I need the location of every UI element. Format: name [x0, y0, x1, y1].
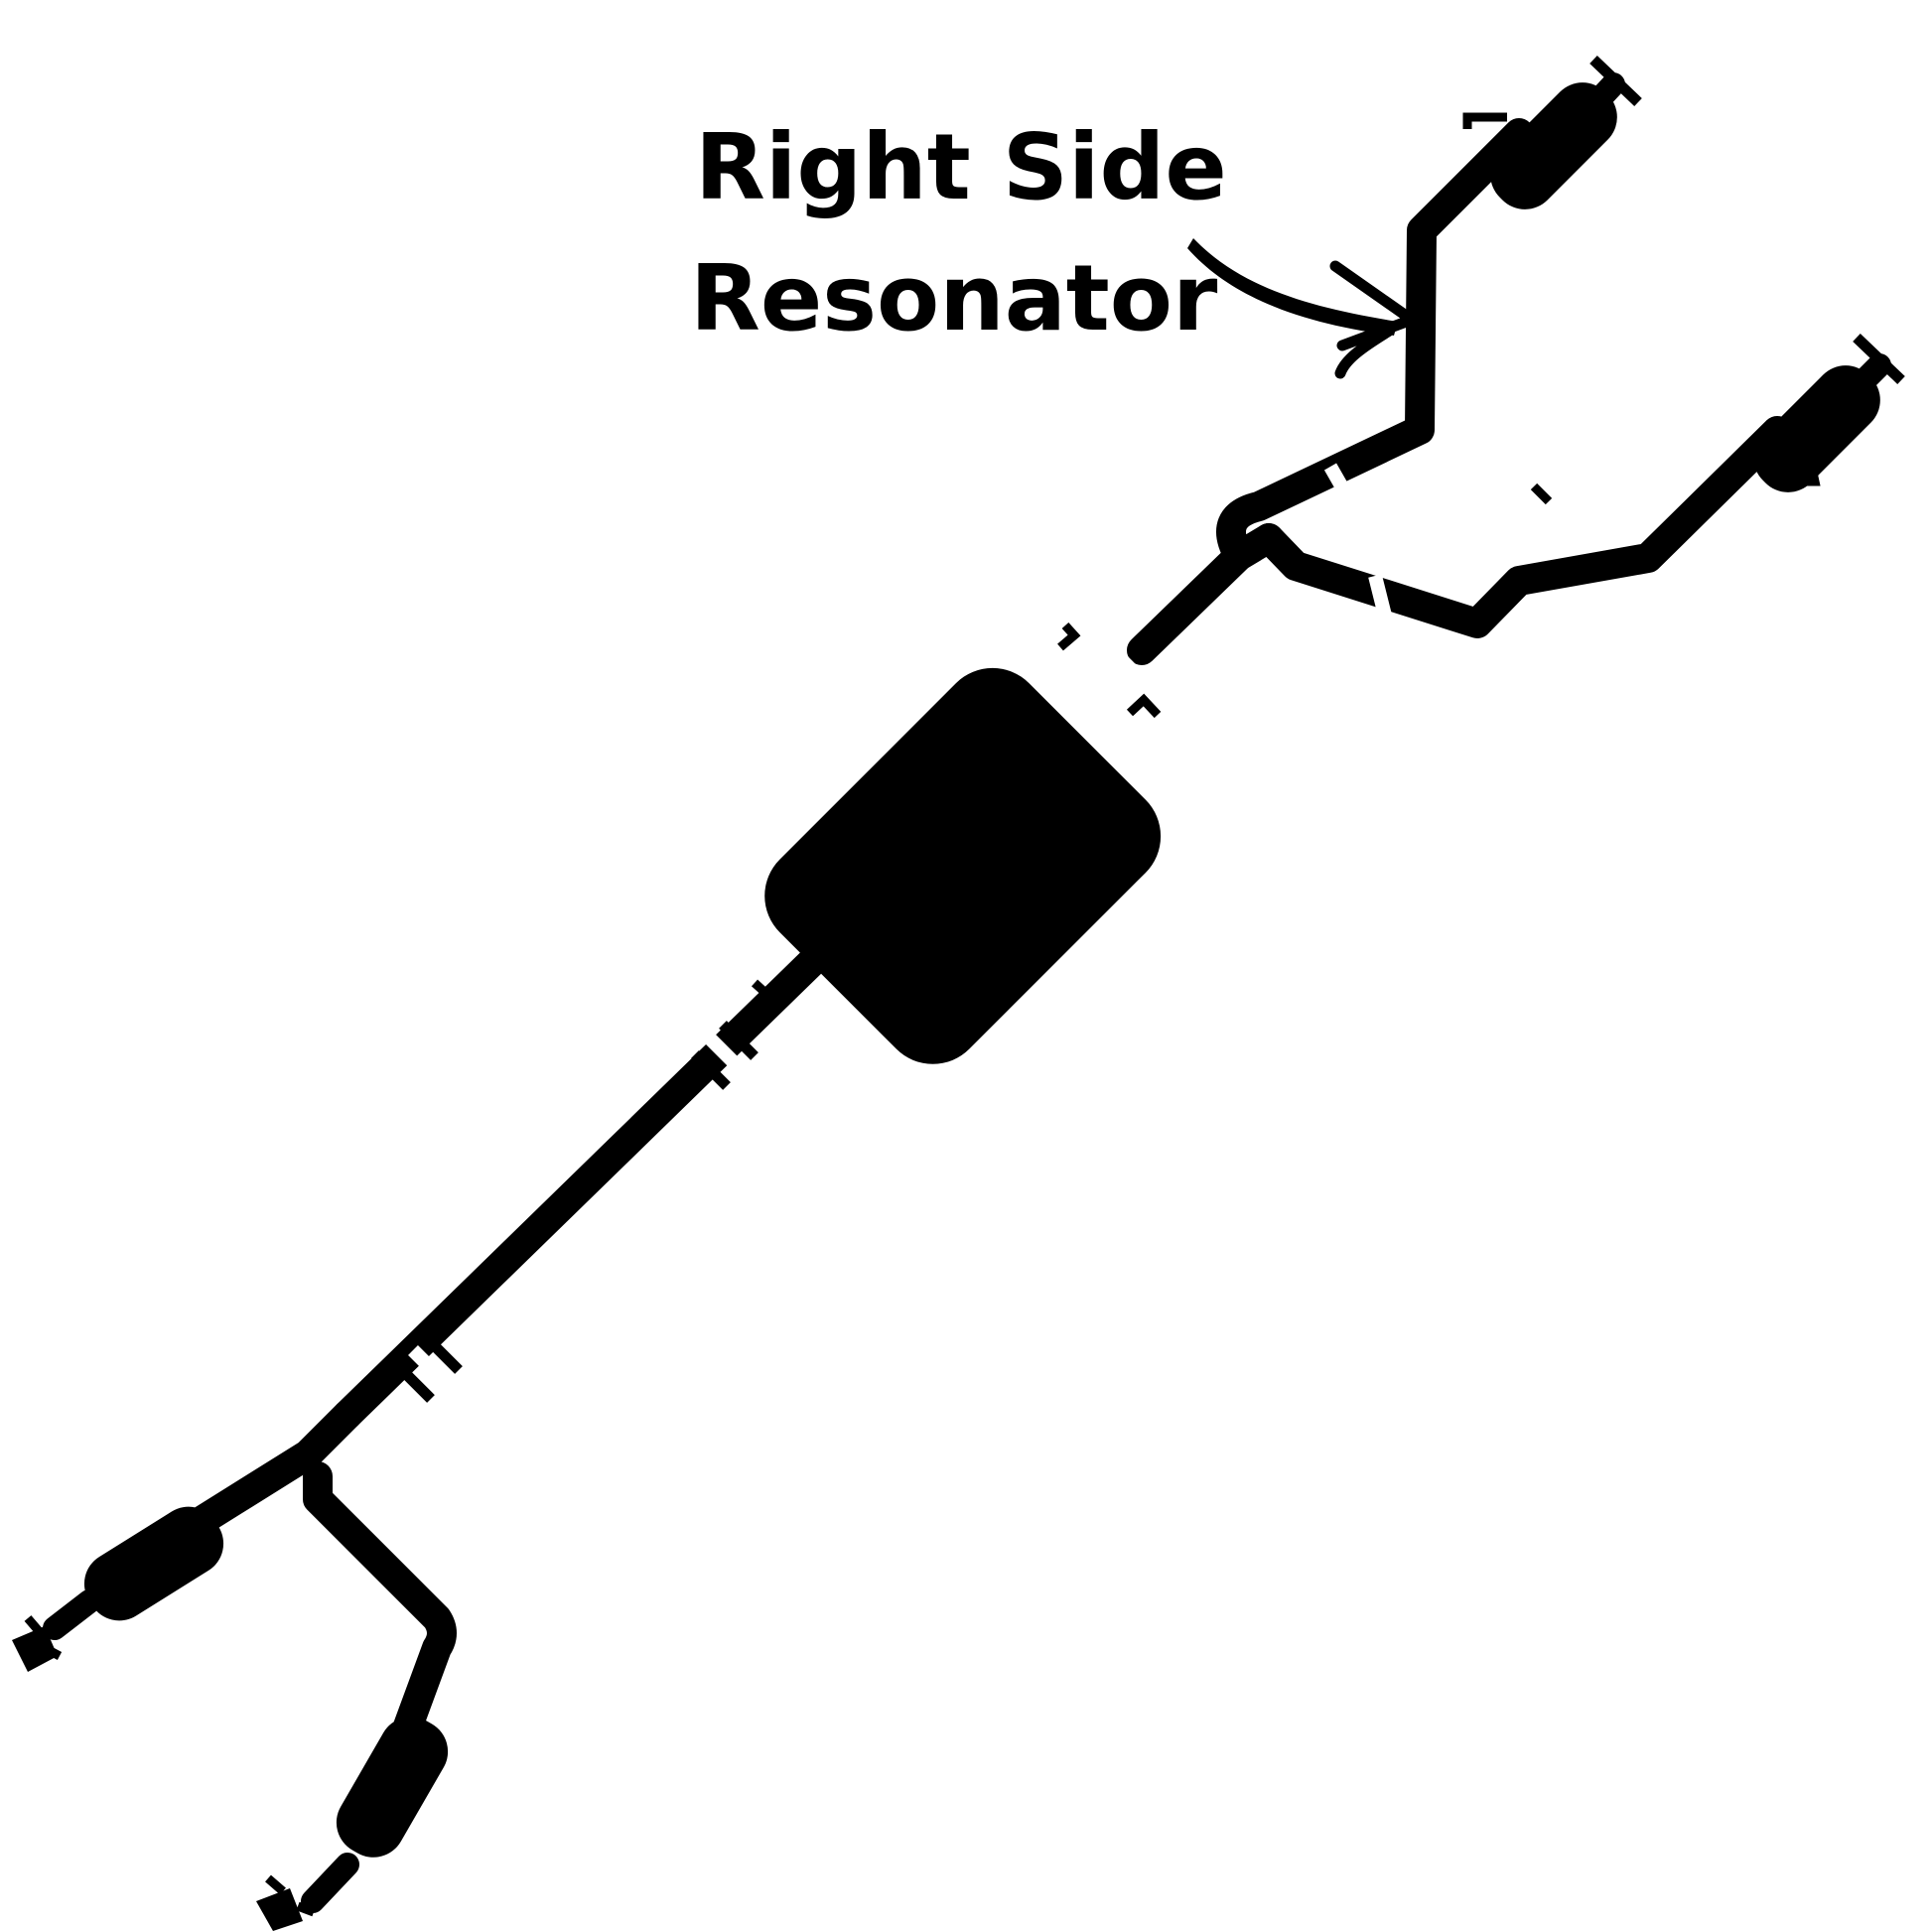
left-side-pipe — [1254, 416, 1792, 638]
callout-label-line-1: Right Side — [695, 114, 1227, 220]
pipe-clamps — [395, 463, 1392, 1403]
right-side-pipe — [1216, 118, 1534, 571]
lower-right-converter — [256, 1717, 449, 1931]
callout-arrow — [1187, 238, 1418, 379]
lower-left-converter — [12, 1506, 224, 1672]
muffler — [764, 621, 1162, 1064]
lower-y-pipe — [174, 1400, 457, 1757]
pipe-hangers — [751, 483, 1553, 1007]
left-side-resonator — [1753, 334, 1905, 492]
callout-label-line-2: Resonator — [690, 245, 1218, 351]
right-side-resonator — [1462, 56, 1642, 209]
